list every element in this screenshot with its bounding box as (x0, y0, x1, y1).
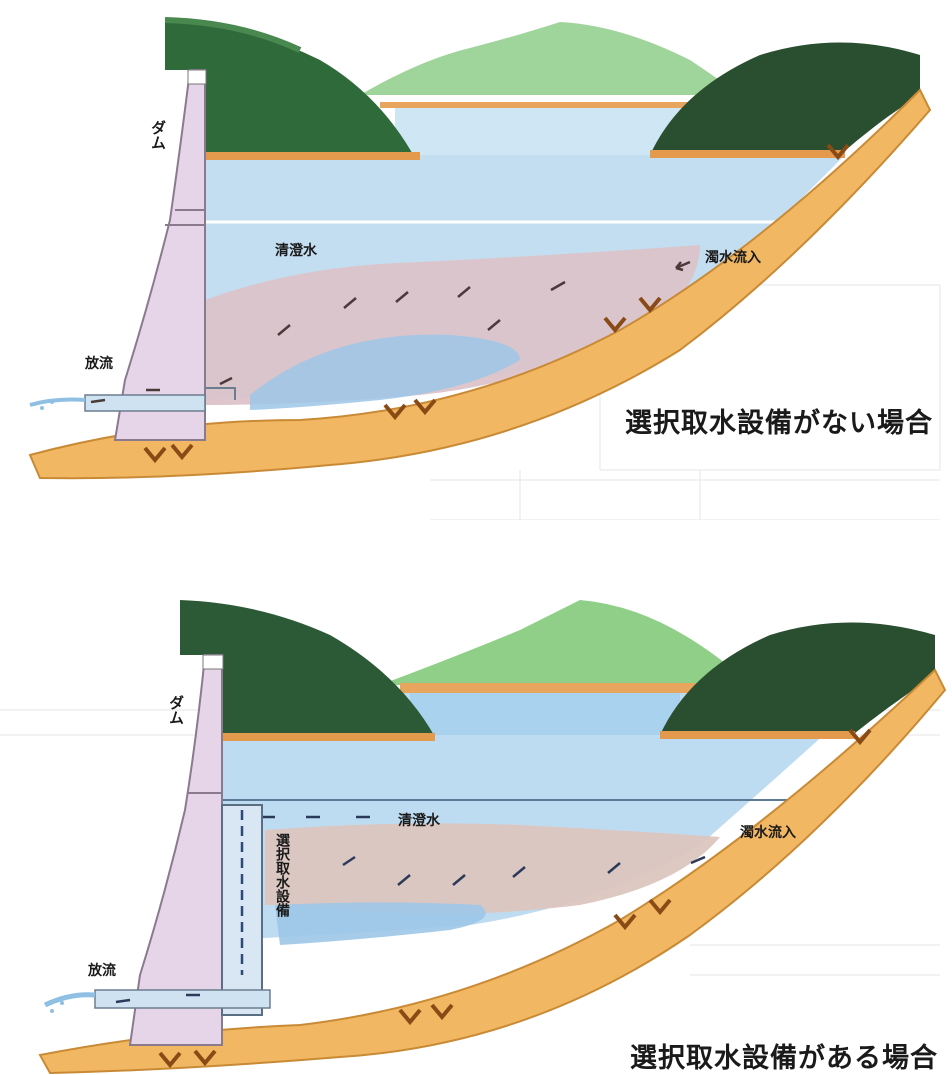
left-forest-highlight (164, 17, 302, 53)
far-shore (400, 683, 730, 693)
right-shore (650, 150, 845, 158)
foundation-marks (158, 728, 872, 1069)
turbid-inflow-label: 濁水流入 (705, 249, 761, 266)
distant-water (395, 105, 720, 160)
discharge-splash (29, 397, 86, 407)
left-forest-hill (180, 600, 435, 737)
flow-arrows (90, 260, 691, 404)
dam-crest (187, 69, 207, 85)
diagram-without-intake: ダム 清澄水 濁水流入 放流 選択取水設備がない場合 (0, 0, 952, 520)
deep-blue-layer (250, 334, 520, 410)
riverbed-ground (38, 668, 947, 1075)
discharge-label: 放流 (84, 355, 113, 372)
foundation-marks (143, 143, 850, 464)
caption-without-intake: 選択取水設備がない場合 (625, 407, 933, 439)
right-shore (660, 731, 855, 739)
diagram-with-intake: ダム 清澄水 濁水流入 放流 選択取水設備 選択取水設備がある場合 (0, 575, 952, 1075)
dam-label: ダム (149, 119, 167, 150)
left-shore (205, 152, 420, 160)
dam-crest (202, 654, 224, 670)
deep-blue-layer (275, 902, 486, 945)
turbid-inflow-label: 濁水流入 (740, 824, 796, 841)
clear-water-label: 清澄水 (275, 242, 318, 259)
clear-water-label: 清澄水 (398, 812, 441, 829)
outlet-intake (205, 387, 236, 400)
selective-intake-label: 選択取水設備 (274, 833, 290, 918)
right-forest-hill (650, 42, 920, 155)
left-shore (220, 733, 435, 741)
flow-arrows (115, 815, 706, 1004)
outlet-pipe (94, 989, 271, 1009)
discharge-splash (43, 992, 96, 1008)
discharge-label: 放流 (87, 962, 116, 979)
caption-with-intake: 選択取水設備がある場合 (630, 1042, 938, 1074)
left-forest-hill (165, 20, 415, 158)
right-forest-hill (660, 622, 935, 737)
background-mountain (360, 22, 740, 95)
turbid-water-layer (265, 823, 720, 914)
background-mountain (380, 600, 750, 685)
dam-body (128, 654, 223, 1046)
reservoir-cross-section-top: ダム 清澄水 濁水流入 放流 選択取水設備がない場合 (28, 17, 941, 520)
upper-water (410, 693, 680, 735)
far-shore (380, 102, 720, 108)
outlet-pipe (84, 394, 206, 412)
reservoir-cross-section-bottom: ダム 清澄水 濁水流入 放流 選択取水設備 選択取水設備がある場合 (0, 600, 947, 1075)
dam-label: ダム (167, 694, 185, 725)
dam-body (113, 69, 206, 441)
